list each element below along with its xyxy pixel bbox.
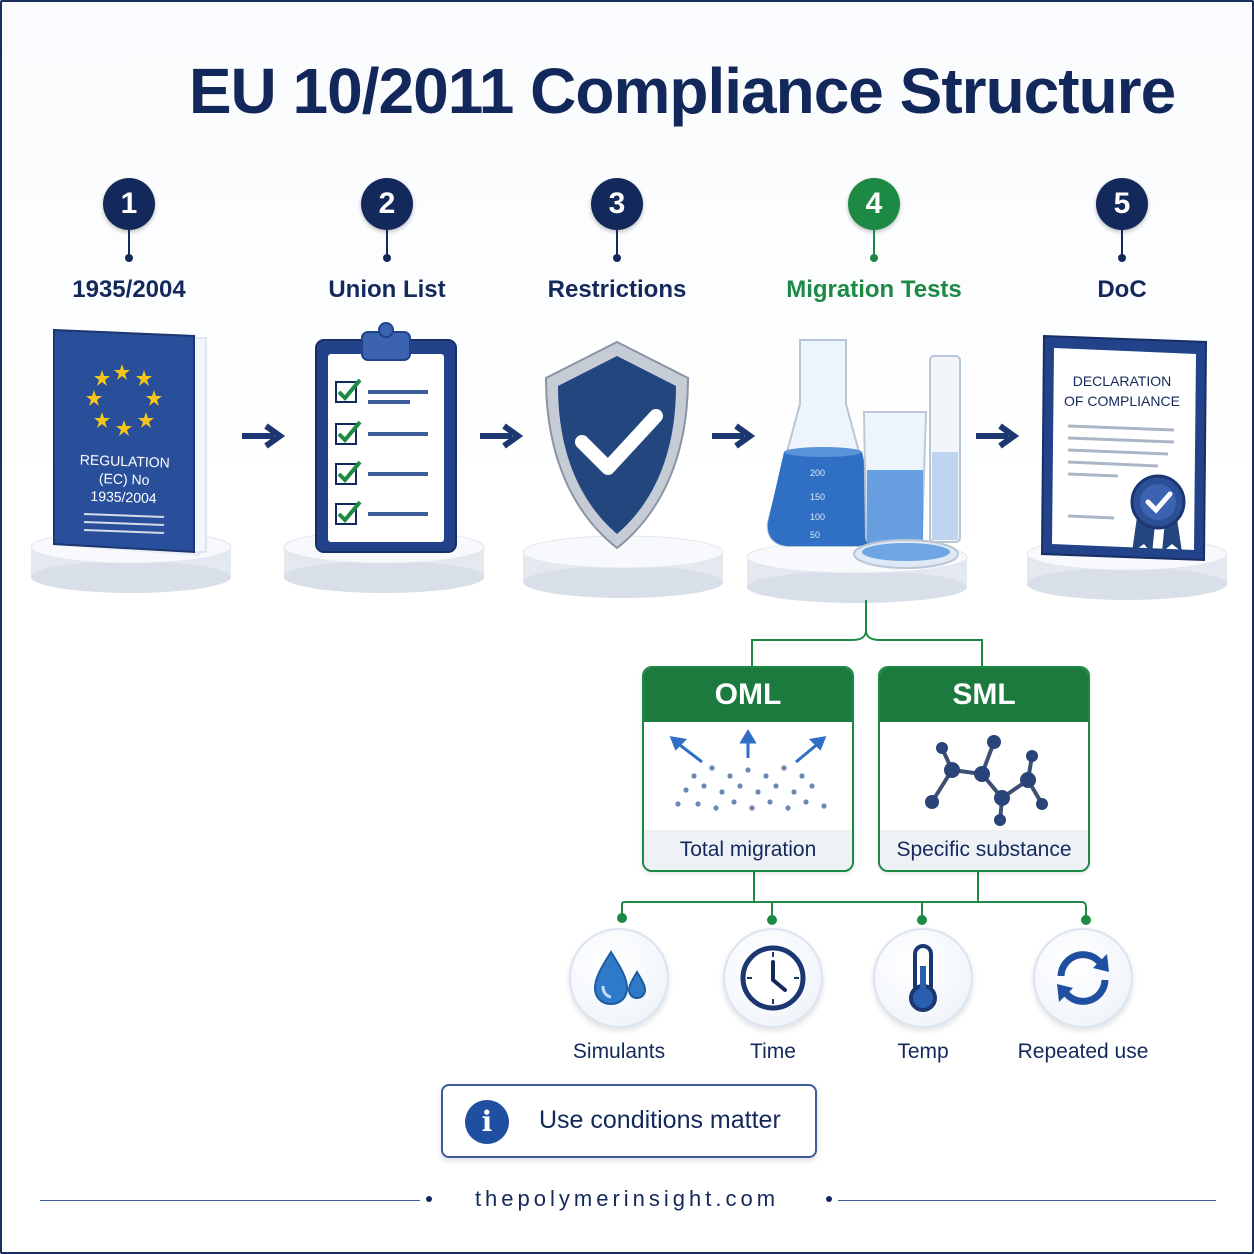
info-note-text: Use conditions matter [539, 1106, 781, 1134]
connector [125, 230, 133, 262]
book-line-3: 1935/2004 [90, 488, 157, 506]
condition-repeated-use: Repeated use [998, 928, 1168, 1064]
info-note: i Use conditions matter [441, 1084, 817, 1158]
step-number: 3 [591, 178, 643, 230]
thermometer-icon [909, 944, 937, 1012]
arrow-icon [712, 423, 756, 449]
sml-description: Specific substance [880, 830, 1088, 870]
declaration-certificate-icon: DECLARATION OF COMPLIANCE [1040, 334, 1208, 562]
condition-time: Time [688, 928, 858, 1064]
step-label: Restrictions [547, 276, 687, 303]
step-number: 5 [1096, 178, 1148, 230]
cycle-icon [1057, 951, 1109, 1005]
step-label: Migration Tests [786, 276, 962, 303]
oml-box: OML Total migration [642, 666, 854, 872]
particles-dispersing-icon [669, 729, 827, 811]
regulation-book-icon: REGULATION (EC) No 1935/2004 [53, 328, 207, 556]
condition-label: Temp [897, 1040, 949, 1063]
footer-divider [40, 1200, 420, 1201]
step-4: 4 Migration Tests [764, 178, 984, 304]
droplets-icon [593, 950, 647, 1006]
step-label: DoC [1097, 276, 1147, 303]
footer-divider [838, 1200, 1216, 1201]
connector [870, 230, 878, 262]
oml-description: Total migration [644, 830, 852, 870]
step-1: 1 1935/2004 [19, 178, 239, 304]
step-5: 5 DoC [1012, 178, 1232, 304]
step-label: Union List [328, 276, 446, 303]
footer-dot [826, 1196, 832, 1202]
clock-icon [740, 945, 806, 1011]
clipboard-checklist-icon [315, 322, 457, 553]
beaker-mark: 100 [810, 512, 825, 522]
connector [1118, 230, 1126, 262]
molecule-icon [925, 735, 1048, 826]
connector-tree [617, 600, 1091, 925]
beaker-mark: 200 [810, 468, 825, 478]
condition-badge [1033, 928, 1133, 1028]
doc-title-line-1: DECLARATION [1073, 373, 1172, 389]
lab-glassware-icon: 200 150 100 50 [766, 339, 961, 569]
condition-label: Time [750, 1040, 796, 1063]
condition-badge [723, 928, 823, 1028]
doc-title-line-2: OF COMPLIANCE [1064, 393, 1180, 409]
arrow-icon [242, 423, 286, 449]
beaker-mark: 150 [810, 492, 825, 502]
book-line-1: REGULATION [80, 451, 170, 470]
step-number: 2 [361, 178, 413, 230]
info-icon: i [465, 1100, 509, 1144]
connector [383, 230, 391, 262]
condition-simulants: Simulants [534, 928, 704, 1064]
condition-badge [569, 928, 669, 1028]
condition-badge [873, 928, 973, 1028]
condition-temp: Temp [838, 928, 1008, 1064]
footer-website: thepolymerinsight.com [474, 1186, 780, 1211]
connector [613, 230, 621, 262]
step-number: 4 [848, 178, 900, 230]
step-label: 1935/2004 [72, 276, 186, 303]
page-title: EU 10/2011 Compliance Structure [188, 55, 1176, 127]
arrow-icon [480, 423, 524, 449]
step-2: 2 Union List [277, 178, 497, 304]
footer-dot [426, 1196, 432, 1202]
step-number: 1 [103, 178, 155, 230]
condition-label: Repeated use [1017, 1040, 1149, 1063]
sml-box: SML Specific substance [878, 666, 1090, 872]
step-3: 3 Restrictions [507, 178, 727, 304]
book-line-2: (EC) No [99, 470, 150, 488]
pedestal [522, 535, 724, 598]
beaker-mark: 50 [810, 530, 820, 540]
shield-check-icon [544, 340, 690, 550]
condition-label: Simulants [572, 1040, 666, 1063]
sml-heading: SML [880, 668, 1088, 722]
oml-heading: OML [644, 668, 852, 722]
arrow-icon [976, 423, 1020, 449]
